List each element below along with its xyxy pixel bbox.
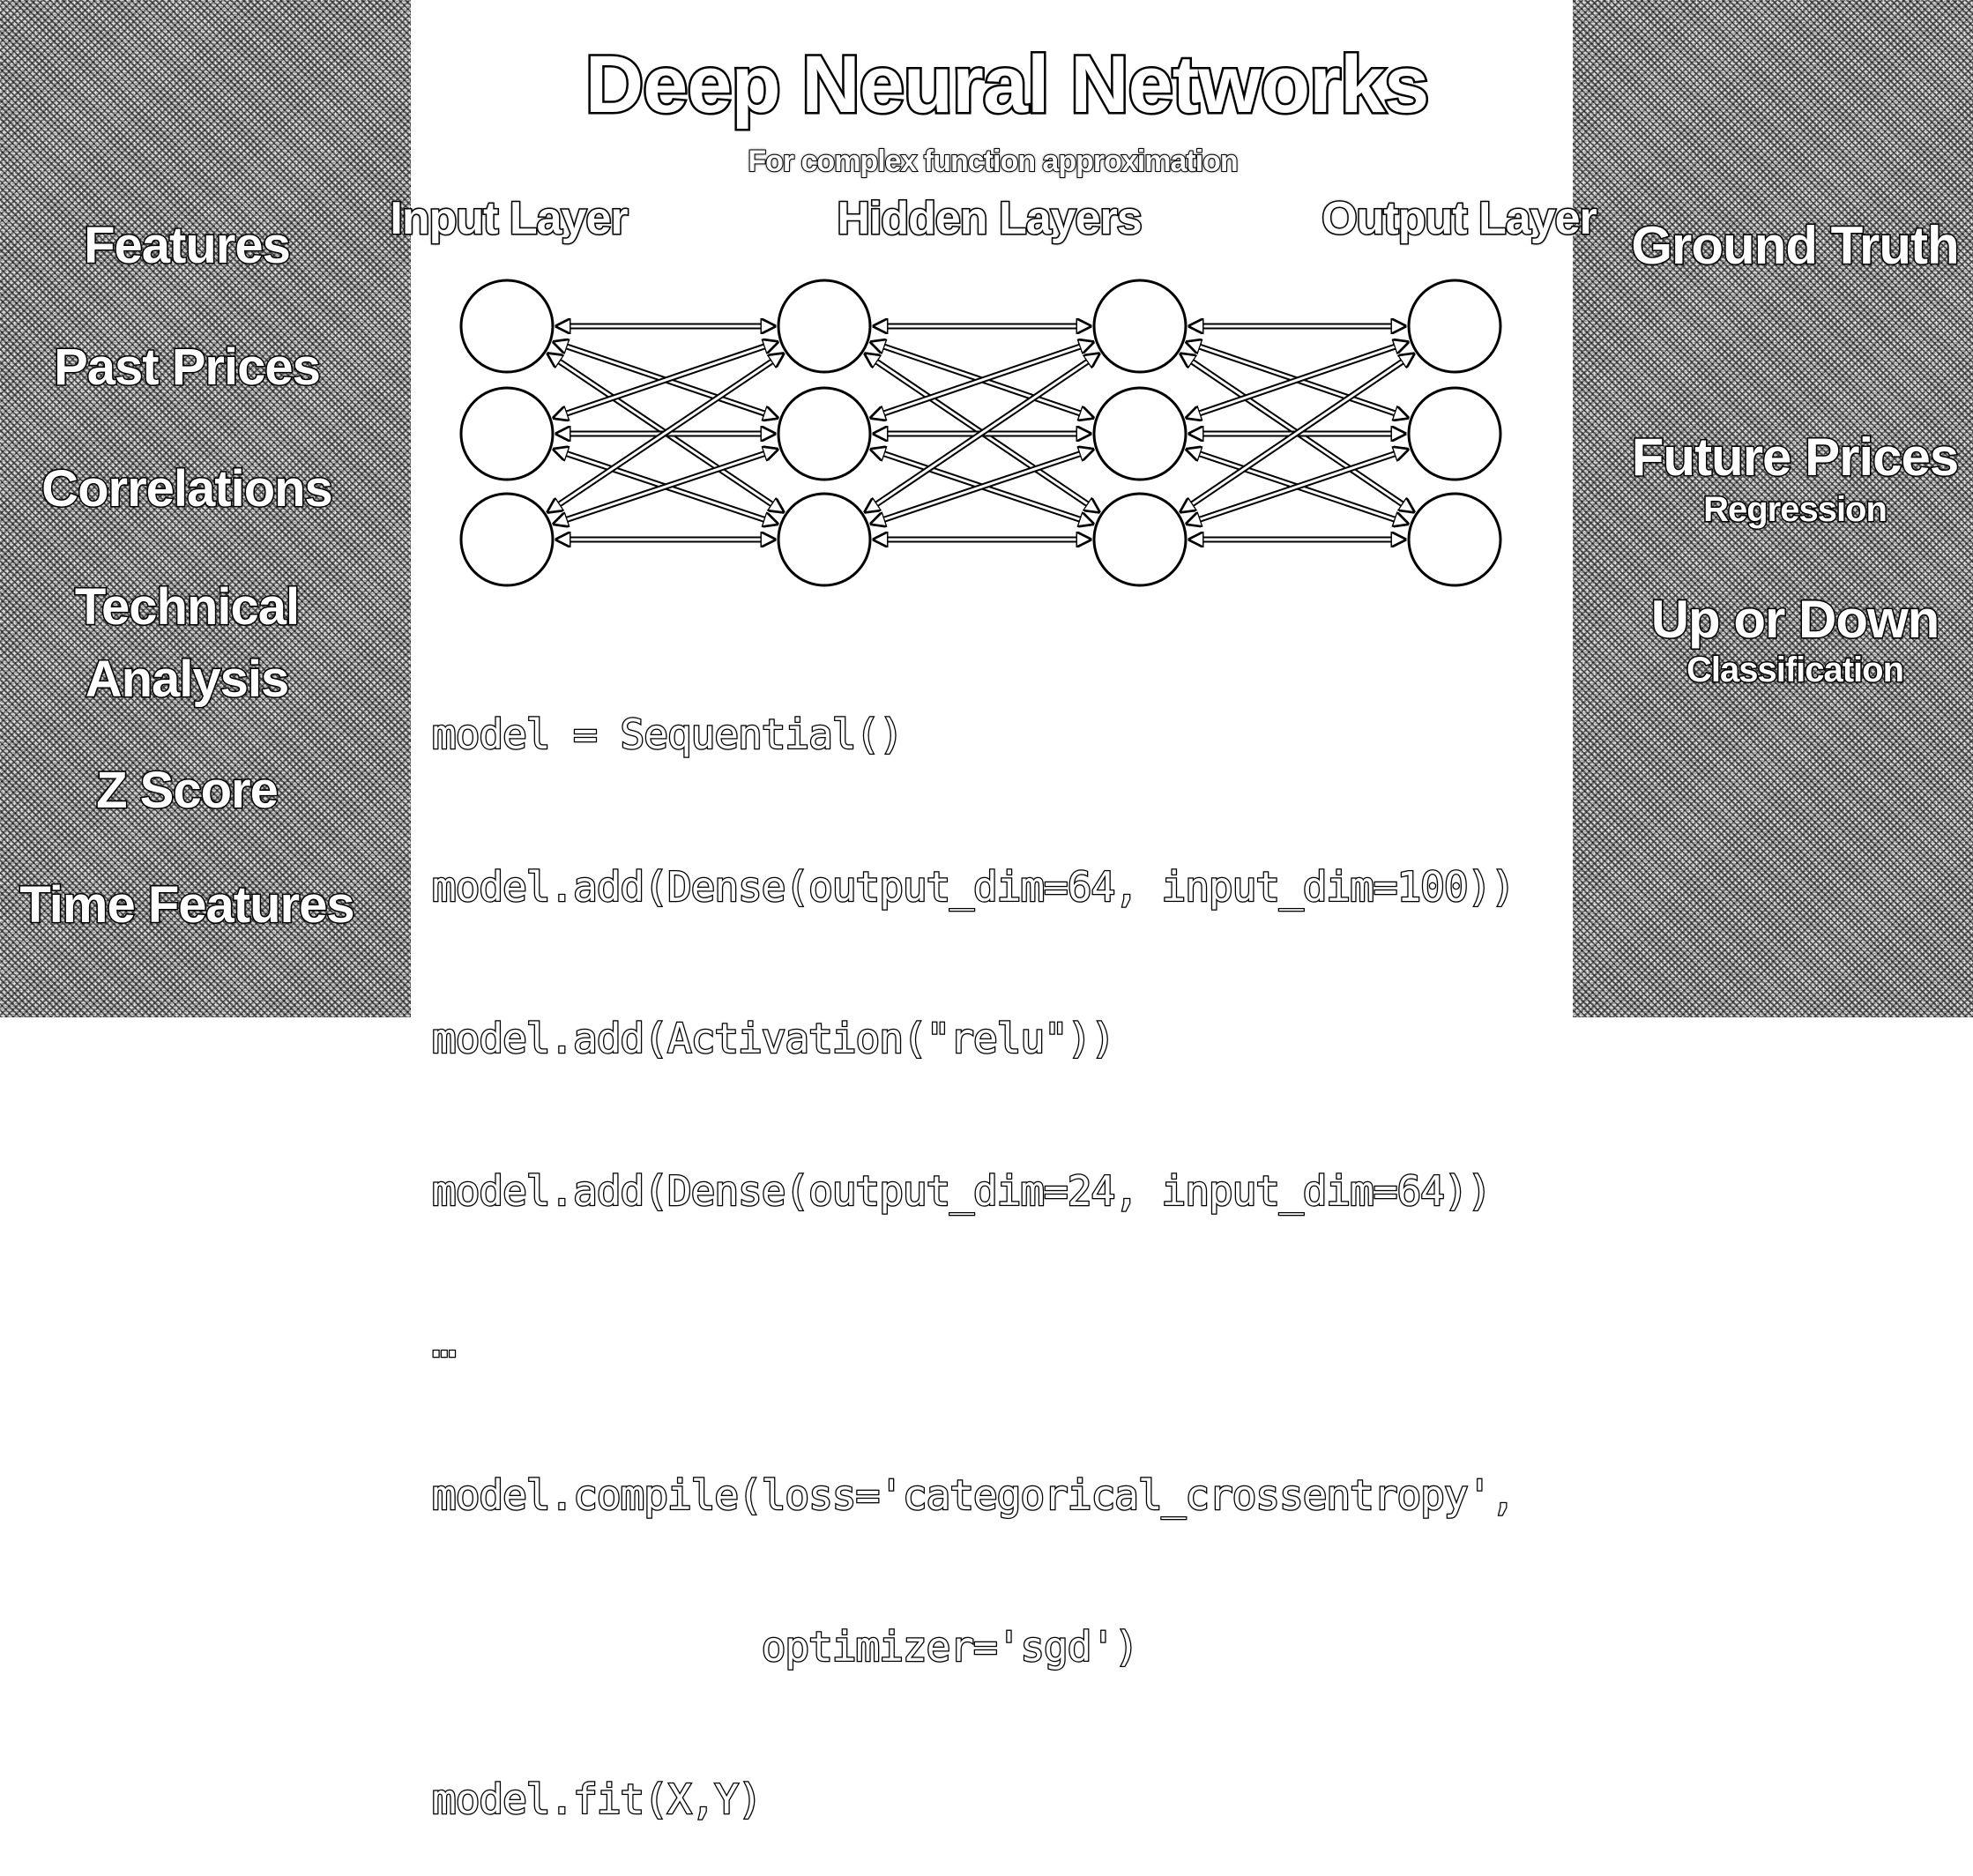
neuron-node bbox=[1407, 386, 1502, 481]
noise-texture-right bbox=[1573, 0, 1973, 1017]
neural-network-diagram bbox=[459, 279, 1502, 587]
code-line: model.add(Activation("relu")) bbox=[431, 1014, 1117, 1063]
feature-z-score: Z Score bbox=[95, 761, 280, 821]
code-line: optimizer='sgd') bbox=[432, 1622, 1140, 1671]
edge-arrow bbox=[1188, 450, 1406, 523]
code-line: model = Sequential() bbox=[431, 710, 905, 759]
neuron-node bbox=[1407, 492, 1502, 587]
neuron-node bbox=[777, 492, 872, 587]
target-future-prices: Future Prices bbox=[1630, 427, 1960, 488]
diagram-subtitle: For complex function approximation bbox=[747, 144, 1239, 179]
ground-truth-heading: Ground Truth bbox=[1630, 215, 1961, 277]
target-regression-label: Regression bbox=[1702, 489, 1889, 531]
code-block: model = Sequential() model.add(Dense(out… bbox=[431, 608, 1516, 1876]
noise-texture-left bbox=[0, 0, 411, 1017]
output-layer-label: Output Layer bbox=[1321, 192, 1599, 246]
neuron-node bbox=[459, 279, 555, 374]
network-edges bbox=[549, 326, 1412, 540]
features-heading: Features bbox=[83, 216, 293, 276]
neuron-node bbox=[459, 386, 555, 481]
feature-past-prices: Past Prices bbox=[53, 338, 323, 398]
neuron-node bbox=[777, 386, 872, 481]
code-line: model.compile(loss='categorical_crossent… bbox=[431, 1470, 1516, 1519]
target-up-or-down: Up or Down bbox=[1649, 589, 1941, 651]
feature-time-features: Time Features bbox=[19, 875, 356, 935]
neuron-node bbox=[1407, 279, 1502, 374]
hidden-layers-label: Hidden Layers bbox=[836, 192, 1143, 246]
code-line: model.fit(X,Y) bbox=[431, 1774, 763, 1823]
neuron-node bbox=[1092, 492, 1188, 587]
neuron-node bbox=[1092, 386, 1188, 481]
neuron-node bbox=[1092, 279, 1188, 374]
feature-correlations: Correlations bbox=[41, 459, 335, 519]
edge-arrow bbox=[873, 450, 1091, 523]
feature-technical-analysis: Technical Analysis bbox=[73, 577, 301, 710]
edge-arrow bbox=[555, 450, 776, 523]
diagram-title: Deep Neural Networks bbox=[583, 38, 1432, 132]
neuron-node bbox=[459, 492, 555, 587]
neuron-node bbox=[777, 279, 872, 374]
target-classification-label: Classification bbox=[1685, 650, 1905, 691]
code-line: model.add(Dense(output_dim=24, input_dim… bbox=[431, 1165, 1493, 1215]
code-line: model.add(Dense(output_dim=64, input_dim… bbox=[431, 861, 1516, 911]
input-layer-label: Input Layer bbox=[389, 192, 629, 246]
network-nodes bbox=[459, 279, 1502, 587]
code-line: … bbox=[431, 1318, 458, 1367]
